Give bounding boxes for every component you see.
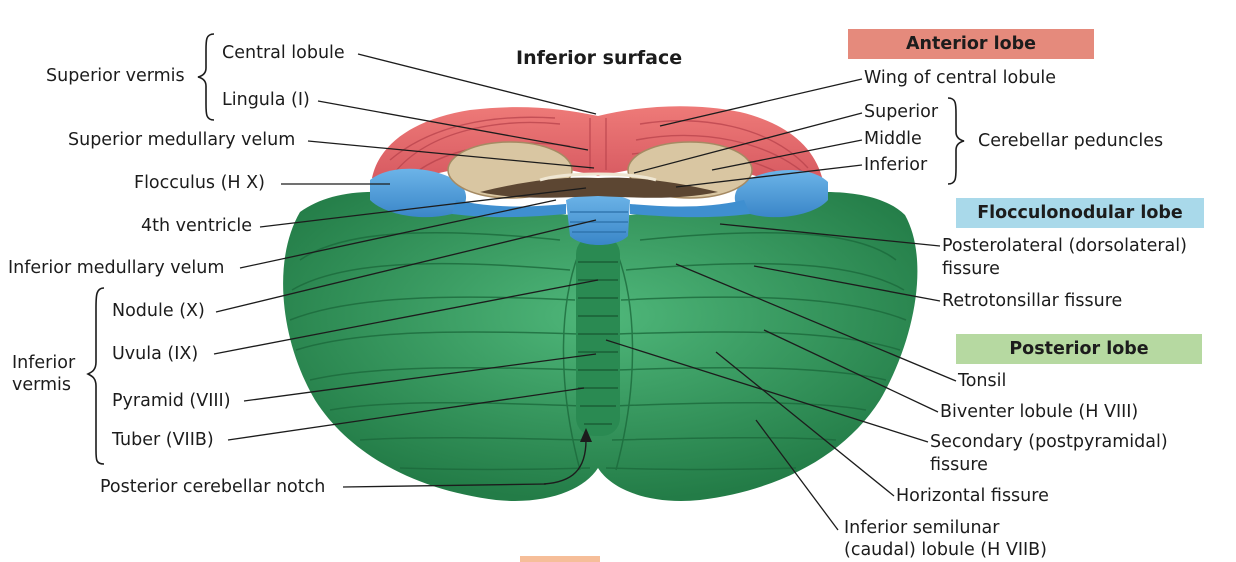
braces	[86, 33, 965, 465]
label-biventer-lobule: Biventer lobule (H VIII)	[940, 402, 1139, 422]
label-4th-ventricle: 4th ventricle	[141, 216, 253, 236]
label-wing-of-central-lobule: Wing of central lobule	[864, 68, 1057, 88]
notch-arrowhead	[580, 428, 592, 442]
label-superior-medullary-velum: Superior medullary velum	[68, 130, 296, 150]
lower-figure-fragment	[520, 556, 600, 562]
notch-arrow	[543, 439, 587, 485]
anterior-lobe-legend: Anterior lobe	[848, 29, 1094, 59]
vermis-folia	[578, 261, 618, 425]
label-flocculus: Flocculus (H X)	[134, 173, 265, 193]
label-inferior-vermis-line1: Inferior	[12, 353, 76, 373]
cerebellar-peduncles-brace	[947, 97, 965, 185]
inferior-vermis-brace	[86, 287, 105, 465]
label-tonsil: Tonsil	[958, 371, 1007, 391]
label-uvula: Uvula (IX)	[112, 344, 199, 364]
label-inferior-vermis-line2: vermis	[12, 375, 72, 395]
label-inferior-semilunar-line2: (caudal) lobule (H VIIB)	[844, 540, 1047, 560]
fourth-ventricle	[480, 177, 718, 198]
label-nodule: Nodule (X)	[112, 301, 205, 321]
label-horizontal-fissure: Horizontal fissure	[896, 486, 1049, 506]
label-cerebellar-peduncles: Cerebellar peduncles	[978, 131, 1164, 151]
label-posterolateral-fissure-line1: Posterolateral (dorsolateral)	[942, 236, 1187, 256]
flocculonodular-lobe-legend: Flocculonodular lobe	[956, 198, 1204, 228]
anterior-lobe-region	[372, 106, 824, 196]
label-secondary-fissure-line1: Secondary (postpyramidal)	[930, 432, 1168, 452]
nodule	[566, 194, 630, 245]
label-posterior-cerebellar-notch: Posterior cerebellar notch	[100, 477, 326, 497]
label-tuber: Tuber (VIIB)	[112, 430, 214, 450]
flocculus-right	[734, 170, 828, 218]
label-lingula: Lingula (I)	[222, 90, 310, 110]
label-inferior-semilunar-line1: Inferior semilunar	[844, 518, 1000, 538]
label-superior-vermis: Superior vermis	[46, 66, 185, 86]
label-peduncle-inferior: Inferior	[864, 155, 928, 175]
label-secondary-fissure-line2: fissure	[930, 455, 988, 475]
nodule-folia	[570, 211, 628, 233]
label-central-lobule: Central lobule	[222, 43, 345, 63]
label-retrotonsillar-fissure: Retrotonsillar fissure	[942, 291, 1123, 311]
label-pyramid: Pyramid (VIII)	[112, 391, 231, 411]
leader-lines	[213, 53, 957, 531]
inferior-vermis-strip	[576, 236, 620, 436]
label-posterolateral-fissure-line2: fissure	[942, 259, 1000, 279]
label-peduncle-middle: Middle	[864, 129, 922, 149]
figure-title: Inferior surface	[516, 47, 683, 69]
posterior-lobe-legend: Posterior lobe	[956, 334, 1202, 364]
superior-medullary-velum	[539, 172, 657, 182]
label-peduncle-superior: Superior	[864, 102, 939, 122]
label-inferior-medullary-velum: Inferior medullary velum	[8, 258, 225, 278]
superior-vermis-brace	[197, 33, 215, 121]
inferior-medullary-velum	[452, 200, 750, 218]
